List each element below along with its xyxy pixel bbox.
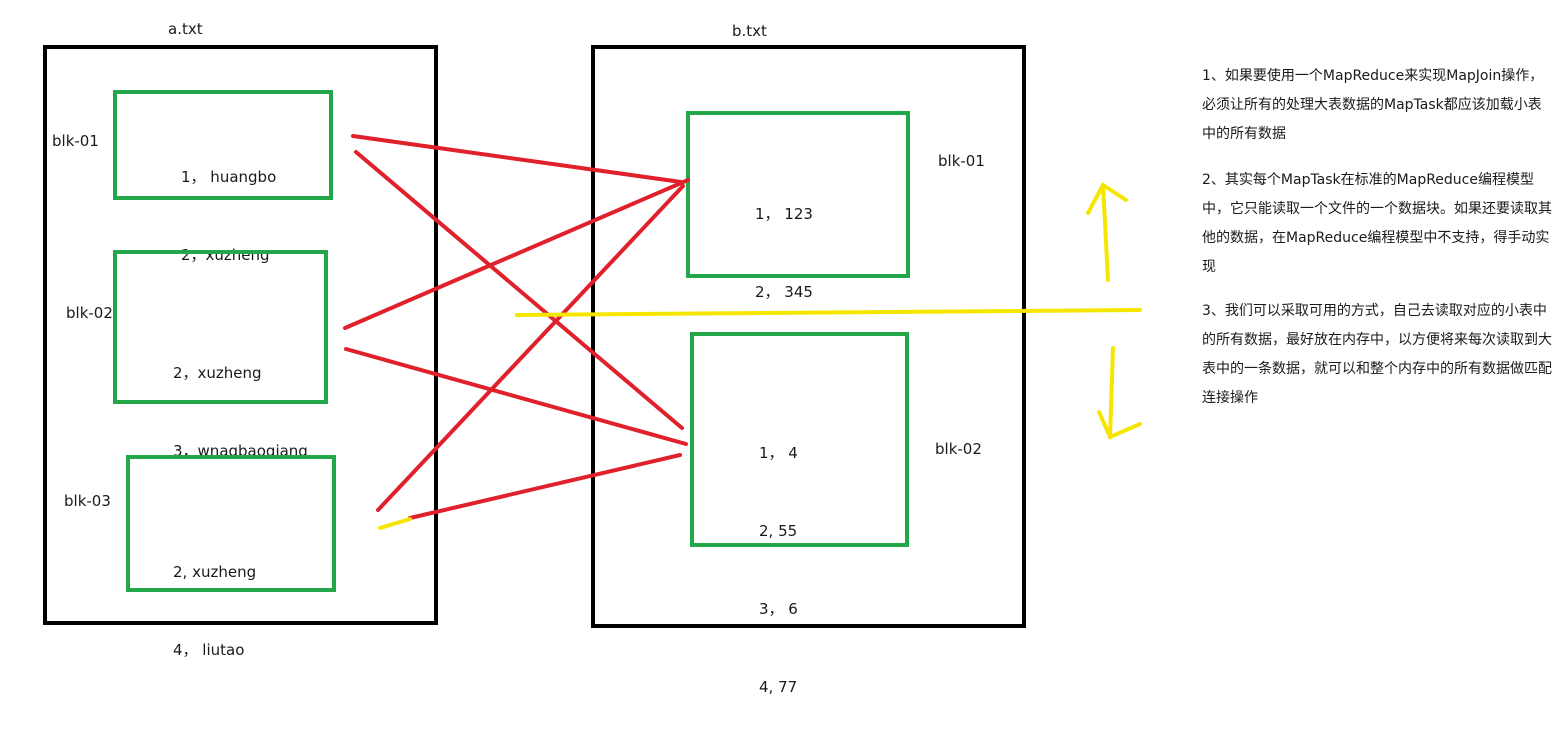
arrow-down-head	[1097, 410, 1142, 440]
arrow-down-shaft	[1108, 346, 1115, 439]
file-a-label: a.txt	[168, 20, 203, 38]
join-line-a3-b2	[408, 453, 682, 520]
join-line-a1-b2	[354, 150, 684, 430]
b-blk-01-box: 1， 123 2， 345	[686, 111, 910, 301]
arrow-up-head	[1086, 182, 1128, 215]
join-line-a2-b1	[343, 178, 690, 330]
a-blk-02-line-1: 2，xuzheng	[173, 364, 262, 382]
a-blk-02-label: blk-02	[66, 304, 113, 322]
a-blk-01-line-1: 1， huangbo	[181, 168, 277, 186]
join-line-a2-b2	[344, 347, 688, 446]
b-blk-02-label: blk-02	[935, 440, 982, 458]
arrow-up-shaft	[1101, 183, 1110, 282]
b-blk-02-line-2: 2, 55	[759, 522, 798, 540]
b-blk-01-line-2: 2， 345	[755, 283, 813, 301]
join-line-a1-b1	[351, 134, 683, 184]
b-blk-02-line-3: 3， 6	[759, 600, 798, 618]
a-blk-03-line-2: 4， liutao	[173, 641, 245, 659]
note-2: 2、其实每个MapTask在标准的MapReduce编程模型中，它只能读取一个文…	[1202, 172, 1552, 275]
file-b-label: b.txt	[732, 22, 767, 40]
note-3: 3、我们可以采取可用的方式，自己去读取对应的小表中的所有数据，最好放在内存中，以…	[1202, 303, 1552, 406]
note-1: 1、如果要使用一个MapReduce来实现MapJoin操作，必须让所有的处理大…	[1202, 68, 1544, 142]
a-blk-01-label: blk-01	[52, 132, 99, 150]
b-blk-01-line-1: 1， 123	[755, 205, 813, 223]
connector-lines	[343, 134, 1142, 530]
join-line-a3-b1	[376, 184, 685, 512]
b-blk-01-label: blk-01	[938, 152, 985, 170]
a-blk-03-label: blk-03	[64, 492, 111, 510]
file-a-box	[43, 45, 438, 625]
short-yellow-line	[378, 517, 412, 530]
b-blk-02-line-4: 4, 77	[759, 678, 798, 696]
divider-line	[515, 308, 1142, 317]
file-b-box	[591, 45, 1026, 628]
a-blk-03-box: 2, xuzheng 4， liutao	[126, 455, 336, 659]
a-blk-03-line-1: 2, xuzheng	[173, 563, 257, 581]
b-blk-02-line-1: 1， 4	[759, 444, 798, 462]
